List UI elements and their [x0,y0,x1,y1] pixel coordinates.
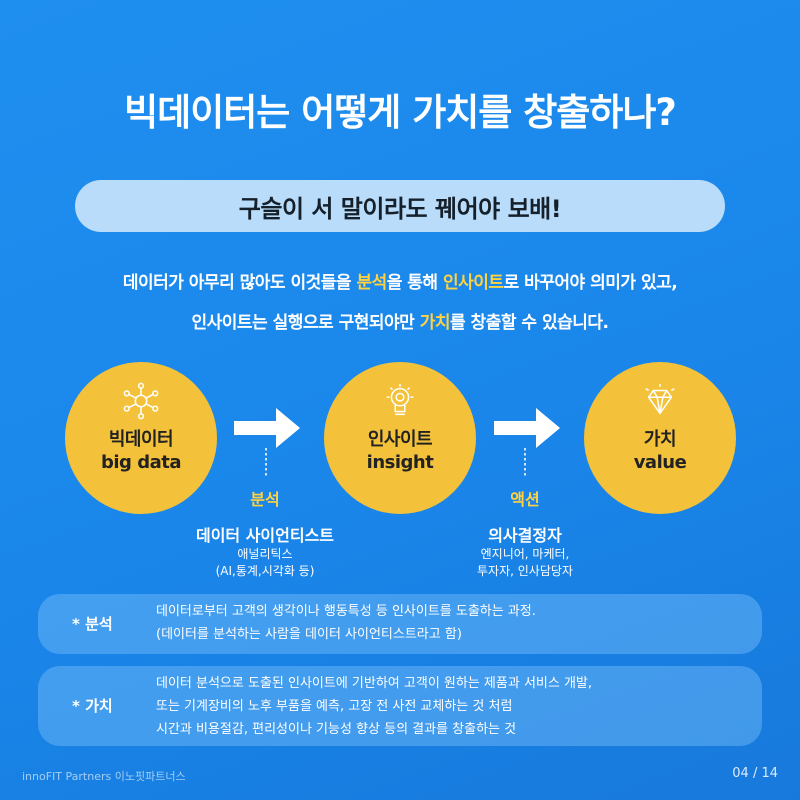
dotted-connector [524,448,526,478]
role-sub: 투자자, 인사담당자 [477,564,573,578]
note-key: * 분석 [72,615,113,633]
company-logo: innoFIT Partners 이노핏파트너스 [22,770,186,783]
desc-text: 를 창출할 수 있습니다. [450,313,609,333]
desc-text: 인사이트는 실행으로 구현되야만 [191,313,420,333]
role-title: 데이터 사이언티스트 [195,526,335,545]
network-icon [123,382,159,420]
label-ko: 빅데이터 [108,429,174,450]
note-line: 시간과 비용절감, 편리성이나 기능성 향상 등의 결과를 창출하는 것 [156,722,517,737]
value-circle: 가치 value [584,362,736,514]
bigdata-label: 빅데이터 big data [101,428,182,474]
note-text: 데이터 분석으로 도출된 인사이트에 기반하여 고객이 원하는 제품과 서비스 … [156,672,592,741]
role-sub: (AI,통계,시각화 등) [215,564,315,578]
note-line: 데이터로부터 고객의 생각이나 행동특성 등 인사이트를 도출하는 과정. [156,604,536,619]
note-analysis: * 분석 데이터로부터 고객의 생각이나 행동특성 등 인사이트를 도출하는 과… [38,594,762,654]
lightbulb-icon [386,383,414,416]
note-line: 또는 기계장비의 노후 부품을 예측, 고장 전 사전 교체하는 것 처럼 [156,699,513,714]
diamond-icon [645,383,675,415]
label-en: insight [366,452,434,473]
analyst-role: 데이터 사이언티스트 애널리틱스 (AI,통계,시각화 등) [165,522,365,580]
description-line-1: 데이터가 아무리 많아도 이것들을 분석을 통해 인사이트로 바꾸어야 의미가 … [0,268,800,293]
role-sub: 엔지니어, 마케터, [480,547,570,561]
note-key: * 가치 [72,697,113,715]
label-en: big data [101,452,182,473]
role-title: 의사결정자 [488,526,562,545]
description-line-2: 인사이트는 실행으로 구현되야만 가치를 창출할 수 있습니다. [0,308,800,333]
value-label: 가치 value [634,428,687,474]
highlight-analysis: 분석 [356,273,387,293]
label-ko: 가치 [643,429,677,450]
dotted-connector [265,448,267,478]
bigdata-circle: 빅데이터 big data [65,362,217,514]
page-title: 빅데이터는 어떻게 가치를 창출하나? [124,91,677,134]
arrow-right-icon [494,408,560,448]
highlight-insight: 인사이트 [443,273,504,293]
decision-maker-role: 의사결정자 엔지니어, 마케터, 투자자, 인사담당자 [425,522,625,580]
label-ko: 인사이트 [367,429,433,450]
subtitle-text: 구슬이 서 말이라도 꿰어야 보배! [238,194,562,223]
step-label-analysis: 분석 [250,490,280,509]
note-line: (데이터를 분석하는 사람을 데이터 사이언티스트라고 함) [156,627,462,642]
step-label-action: 액션 [510,490,540,509]
arrow-right-icon [234,408,300,448]
label-en: value [633,452,687,473]
insight-circle: 인사이트 insight [324,362,476,514]
subtitle-banner: 구슬이 서 말이라도 꿰어야 보배! [75,180,725,232]
note-value: * 가치 데이터 분석으로 도출된 인사이트에 기반하여 고객이 원하는 제품과… [38,666,762,746]
desc-text: 로 바꾸어야 의미가 있고, [503,273,678,293]
desc-text: 데이터가 아무리 많아도 이것들을 [122,273,357,293]
insight-label: 인사이트 insight [367,428,434,474]
role-sub: 애널리틱스 [237,547,293,561]
note-line: 데이터 분석으로 도출된 인사이트에 기반하여 고객이 원하는 제품과 서비스 … [156,676,593,691]
highlight-value: 가치 [419,313,451,333]
desc-text: 을 통해 [386,273,443,293]
note-text: 데이터로부터 고객의 생각이나 행동특성 등 인사이트를 도출하는 과정. (데… [156,600,536,646]
page-number: 04 / 14 [732,766,778,781]
